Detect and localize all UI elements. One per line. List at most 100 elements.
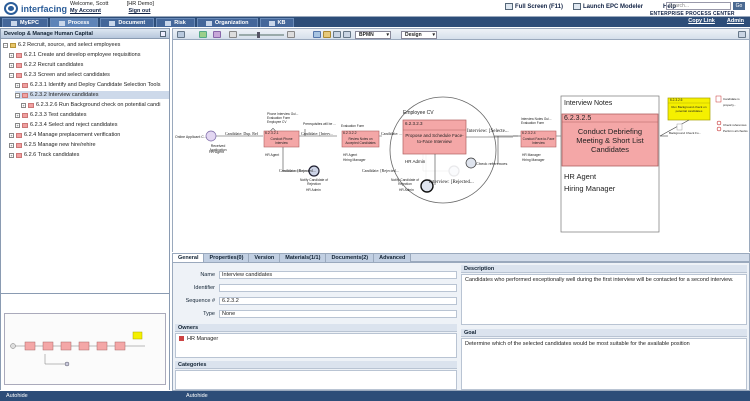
zoom-in-icon[interactable] <box>287 31 295 38</box>
task2-input: Evaluation Form <box>341 124 365 128</box>
add-icon[interactable] <box>199 31 207 38</box>
task-6-2-3-2-2[interactable] <box>341 130 380 148</box>
task2-role: HR Agent <box>343 153 358 157</box>
toggle-icon[interactable]: + <box>9 132 14 138</box>
identifier-field[interactable] <box>219 284 457 292</box>
tree-item[interactable]: +6.2.4 Manage preplacement verification <box>9 131 120 139</box>
end-event-1[interactable] <box>308 165 320 177</box>
process-tree: −6.2 Recruit, source, and select employe… <box>1 39 169 294</box>
task4-role: HR Manager <box>522 153 541 157</box>
print-icon[interactable] <box>333 31 341 38</box>
description-text[interactable]: Candidates who performed exceptionally w… <box>461 274 747 325</box>
autohide-left[interactable]: Autohide <box>6 393 28 399</box>
tab-version[interactable]: Version <box>249 254 281 262</box>
help-link[interactable]: Help <box>663 3 677 10</box>
tree-item[interactable]: +6.2.1 Create and develop employee requi… <box>9 51 141 59</box>
tree-label: 6.2.3.2 Interview candidates <box>30 92 99 98</box>
tree-item[interactable]: +6.2.2 Recruit candidates <box>9 61 83 69</box>
notation-select[interactable]: BPMN <box>355 31 391 39</box>
search-button[interactable]: Go <box>733 2 745 10</box>
toggle-icon[interactable]: + <box>9 62 14 68</box>
tab-myepc[interactable]: MyEPC <box>2 18 48 27</box>
overview-thumbnail[interactable] <box>4 313 166 385</box>
start-event[interactable] <box>205 130 217 142</box>
start-event-role: HR Agent <box>209 150 224 154</box>
toggle-icon[interactable]: − <box>3 42 8 48</box>
toggle-icon[interactable]: + <box>9 52 14 58</box>
type-field[interactable]: None <box>219 310 457 318</box>
tab-process[interactable]: Process <box>49 18 99 27</box>
sequence-field[interactable]: 6.2.3.2 <box>219 297 457 305</box>
sign-out-link[interactable]: Sign out <box>128 8 151 14</box>
logo-icon <box>4 2 18 15</box>
zoom-out-icon[interactable] <box>229 31 237 38</box>
task-6-2-3-2-1[interactable] <box>263 130 300 148</box>
goal-header: Goal <box>461 329 747 337</box>
toggle-icon[interactable]: + <box>15 112 20 118</box>
toggle-icon[interactable]: + <box>15 82 20 88</box>
toggle-icon[interactable]: + <box>9 142 14 148</box>
toggle-icon[interactable]: − <box>9 72 14 78</box>
mode-select[interactable]: Design <box>401 31 437 39</box>
tree-item[interactable]: +6.2.3.3 Test candidates <box>15 111 86 119</box>
process-icon <box>22 82 28 88</box>
maximize-icon[interactable] <box>738 31 746 38</box>
task-6-2-3-2-5[interactable] <box>561 113 659 167</box>
name-field[interactable]: Interview candidates <box>219 271 457 279</box>
goal-text[interactable]: Determine which of the selected candidat… <box>461 338 747 390</box>
task-6-2-3-2-3[interactable] <box>402 119 467 155</box>
tab-document[interactable]: Document <box>100 18 155 27</box>
toggle-icon[interactable]: + <box>21 102 26 108</box>
process-diagram[interactable]: Online Applicant C... Received Applicati… <box>172 40 750 252</box>
tab-materials[interactable]: Materials(1/1) <box>280 254 327 262</box>
document-icon <box>109 20 116 26</box>
tab-general[interactable]: General <box>173 254 205 262</box>
select-tool-icon[interactable] <box>177 31 185 38</box>
tree-item-selected[interactable]: − 6.2.3.2 Interview candidates <box>15 91 169 99</box>
admin-link[interactable]: Admin <box>726 18 744 24</box>
input-doc: Phone Interview Gui... <box>267 112 299 116</box>
collapse-icon[interactable] <box>160 31 166 37</box>
owner-item[interactable]: HR Manager <box>187 336 219 342</box>
zoom-task-id: 6.2.3.2.5 <box>564 115 592 122</box>
tab-advanced[interactable]: Advanced <box>374 254 412 262</box>
tab-properties[interactable]: Properties(0) <box>204 254 250 262</box>
tab-risk[interactable]: Risk <box>156 18 195 27</box>
copy-link[interactable]: Copy Link <box>688 18 715 24</box>
full-screen-button[interactable]: Full Screen (F11) <box>505 3 563 10</box>
tab-label: KB <box>277 19 286 26</box>
tree-item[interactable]: +6.2.5 Manage new hire/rehire <box>9 141 96 149</box>
my-account-link[interactable]: My Account <box>70 8 101 14</box>
process-icon <box>22 92 28 98</box>
tree-label: 6.2.3 Screen and select candidates <box>24 72 110 78</box>
task6-name: Run Background check on potential candid… <box>671 105 707 113</box>
launch-modeler-button[interactable]: Launch EPC Modeler <box>573 3 643 10</box>
toggle-icon[interactable]: − <box>15 92 20 98</box>
autohide-right[interactable]: Autohide <box>186 393 208 399</box>
toggle-icon[interactable]: + <box>15 122 20 128</box>
diagram-toolbar: BPMN Design <box>172 28 750 40</box>
export-icon[interactable] <box>323 31 331 38</box>
folder-icon <box>10 42 16 48</box>
logo-text: interfacing <box>21 3 68 14</box>
tree-item[interactable]: +6.2.3.2.6 Run Background check on poten… <box>21 101 160 109</box>
task-6-2-3-2-4[interactable] <box>520 130 557 148</box>
tree-item[interactable]: +6.2.6 Track candidates <box>9 151 79 159</box>
tree-item[interactable]: +6.2.3.1 Identify and Deploy Candidate S… <box>15 81 160 89</box>
tab-organization[interactable]: Organization <box>196 18 258 27</box>
diagram-overview[interactable] <box>1 295 169 390</box>
tree-item[interactable]: −6.2 Recruit, source, and select employe… <box>3 41 120 49</box>
search-input[interactable]: Search... <box>666 2 731 10</box>
end-event-1-role: HR Admin <box>306 188 321 192</box>
zoom-slider[interactable] <box>239 34 284 36</box>
layout-icon[interactable] <box>213 31 221 38</box>
fit-icon[interactable] <box>313 31 321 38</box>
tab-kb[interactable]: KB <box>259 18 295 27</box>
tree-item[interactable]: +6.2.3.4 Select and reject candidates <box>15 121 117 129</box>
end-event-2-label: Notify Candidate of Rejection <box>390 178 420 186</box>
zoom-handle[interactable] <box>257 32 260 38</box>
grid-icon[interactable] <box>343 31 351 38</box>
tree-item[interactable]: − 6.2.3 Screen and select candidates <box>9 71 110 79</box>
tab-documents[interactable]: Documents(2) <box>326 254 375 262</box>
toggle-icon[interactable]: + <box>9 152 14 158</box>
